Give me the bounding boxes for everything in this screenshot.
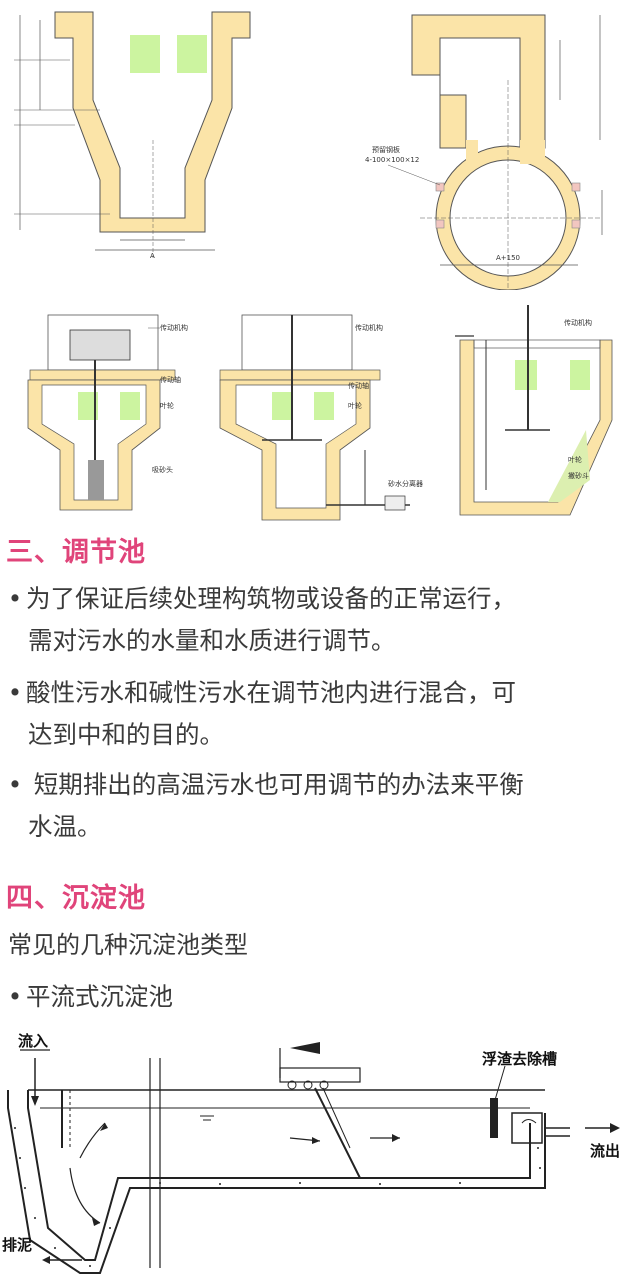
p3-label-1: 传动机构 [564, 318, 592, 327]
panel-1-drawing: 传动机构 传动轴 叶轮 吸砂头 [27, 314, 188, 511]
section-4-bullet-1: •平流式沉淀池 [7, 982, 173, 1011]
bullet-text-cont: 需对污水的水量和水质进行调节。 [28, 626, 396, 655]
section-3-bullet-3: • 短期排出的高温污水也可用调节的办法来平衡 水温。 [4, 764, 634, 848]
label-inflow: 流入 [18, 1032, 48, 1050]
bullet-text: 酸性污水和碱性污水在调节池内进行混合，可 [26, 678, 516, 707]
horizontal-flow-tank-drawing: 流入 浮渣去除槽 流出 排泥 [2, 1032, 620, 1274]
section-3-bullet-1: •为了保证后续处理构筑物或设备的正常运行， 需对污水的水量和水质进行调节。 [4, 578, 634, 662]
bullet-text: 平流式沉淀池 [26, 982, 173, 1011]
section-3-heading: 三、调节池 [6, 537, 146, 568]
p2-label-1: 传动机构 [355, 323, 383, 332]
section-4-heading: 四、沉淀池 [6, 883, 146, 914]
p2-label-3: 叶轮 [348, 401, 362, 410]
label-sludge: 排泥 [2, 1236, 32, 1254]
funnel-tank-drawing: A [14, 11, 251, 260]
p1-label-2: 传动轴 [160, 375, 181, 384]
circular-tank-drawing: 预留钢板 4-100×100×12 A+150 [365, 14, 603, 290]
label-outflow: 流出 [590, 1142, 620, 1160]
left-dim-a: A [150, 252, 155, 260]
p1-label-1: 传动机构 [160, 323, 188, 332]
p3-label-3: 撇砂斗 [568, 471, 589, 480]
bullet-text-cont: 水温。 [28, 812, 102, 841]
section-4-subtitle: 常见的几种沉淀池类型 [8, 931, 248, 959]
p2-label-4: 砂水分离器 [388, 479, 423, 488]
p1-label-4: 吸砂头 [152, 465, 173, 474]
bullet-text: 为了保证后续处理构筑物或设备的正常运行， [26, 584, 516, 613]
p3-label-2: 叶轮 [568, 455, 582, 464]
bullet-text-cont: 达到中和的目的。 [28, 720, 224, 749]
panel-2-drawing: 传动机构 传动轴 叶轮 砂水分离器 [219, 314, 423, 521]
label-scum-trough: 浮渣去除槽 [482, 1050, 557, 1068]
right-dim-a: A+150 [496, 254, 520, 262]
p1-label-3: 叶轮 [160, 401, 174, 410]
bullet-text: 短期排出的高温污水也可用调节的办法来平衡 [26, 770, 524, 799]
right-label-spec: 4-100×100×12 [365, 156, 419, 164]
panel-3-drawing: 传动机构 叶轮 撇砂斗 [455, 305, 613, 516]
right-label-plate: 预留钢板 [372, 145, 400, 154]
grit-chamber-equipment-drawings: 传动机构 传动轴 叶轮 吸砂头 传动机构 传动轴 叶轮 砂水分离器 传动机构 叶… [27, 305, 613, 521]
p2-label-2: 传动轴 [348, 381, 369, 390]
section-3-bullet-2: •酸性污水和碱性污水在调节池内进行混合，可 达到中和的目的。 [4, 672, 634, 756]
grit-chamber-section-drawing: A 预留钢板 4-100×100×12 A+150 [14, 11, 603, 290]
